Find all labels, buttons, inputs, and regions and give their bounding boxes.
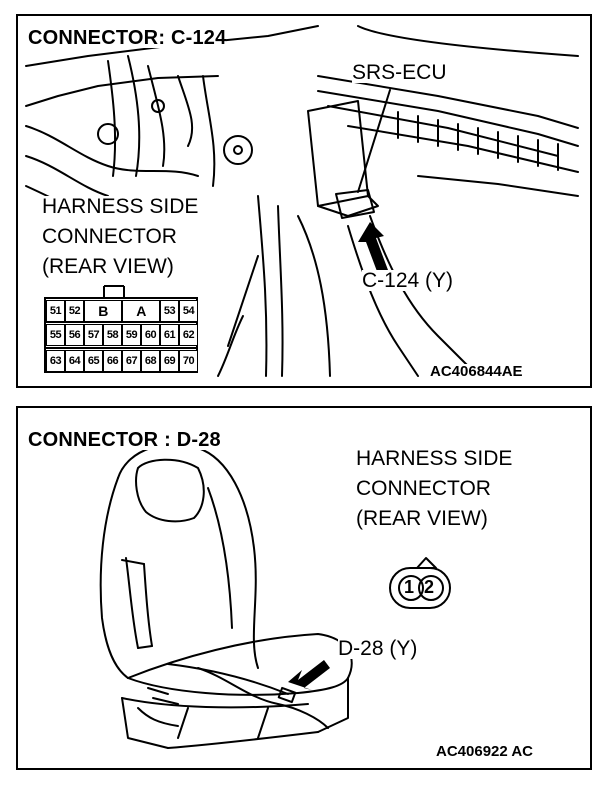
pin-cell: 65 xyxy=(84,350,103,372)
srs-ecu-location-illustration xyxy=(25,25,579,377)
pin-cell: 68 xyxy=(141,350,160,372)
pin-cell: 61 xyxy=(160,324,179,346)
harness-side-label-line1: HARNESS SIDE xyxy=(42,195,199,218)
connector-callout-c124: C-124 (Y) xyxy=(362,269,454,292)
pin-cell: 59 xyxy=(122,324,141,346)
pin-cell: 69 xyxy=(160,350,179,372)
pin-2-label: 2 xyxy=(424,577,435,597)
pin-cell: 60 xyxy=(141,324,160,346)
pin-cell: 70 xyxy=(179,350,198,372)
pin-cell: 57 xyxy=(84,324,103,346)
figure-code: AC406844AE xyxy=(430,363,523,380)
pin-cell: 58 xyxy=(103,324,122,346)
page-title: CONNECTOR: C-124 xyxy=(28,27,227,49)
figure-code: AC406922 AC xyxy=(436,743,533,760)
pin-cell: 51 xyxy=(46,300,65,322)
pin-1-label: 1 xyxy=(404,577,415,597)
pin-cell: 52 xyxy=(65,300,84,322)
harness-side-label-line2: CONNECTOR xyxy=(42,225,177,248)
connector-c124-panel: CONNECTOR: C-124 SRS-ECU HARNESS SIDE CO… xyxy=(16,14,592,388)
harness-side-label-line3: (REAR VIEW) xyxy=(42,255,174,278)
harness-side-label-line1: HARNESS SIDE xyxy=(356,447,513,470)
pin-cell: 63 xyxy=(46,350,65,372)
pin-cell: B xyxy=(84,300,122,322)
pin-cell: 67 xyxy=(122,350,141,372)
pin-cell: 64 xyxy=(65,350,84,372)
pin-cell: A xyxy=(122,300,160,322)
pin-cell: 62 xyxy=(179,324,198,346)
harness-side-label-line3: (REAR VIEW) xyxy=(356,507,488,530)
harness-side-label-line2: CONNECTOR xyxy=(356,477,491,500)
pin-cell: 56 xyxy=(65,324,84,346)
connector-d28-panel: CONNECTOR : D-28 HARNESS SIDE CONNECTOR … xyxy=(16,406,592,770)
pin-cell: 55 xyxy=(46,324,65,346)
pin-cell: 66 xyxy=(103,350,122,372)
page-title: CONNECTOR : D-28 xyxy=(28,429,221,451)
seat-illustration xyxy=(99,443,451,749)
pin-cell: 54 xyxy=(179,300,198,322)
srs-ecu-label: SRS-ECU xyxy=(352,61,447,84)
pin-cell: 53 xyxy=(160,300,179,322)
connector-callout-d28: D-28 (Y) xyxy=(338,637,418,660)
